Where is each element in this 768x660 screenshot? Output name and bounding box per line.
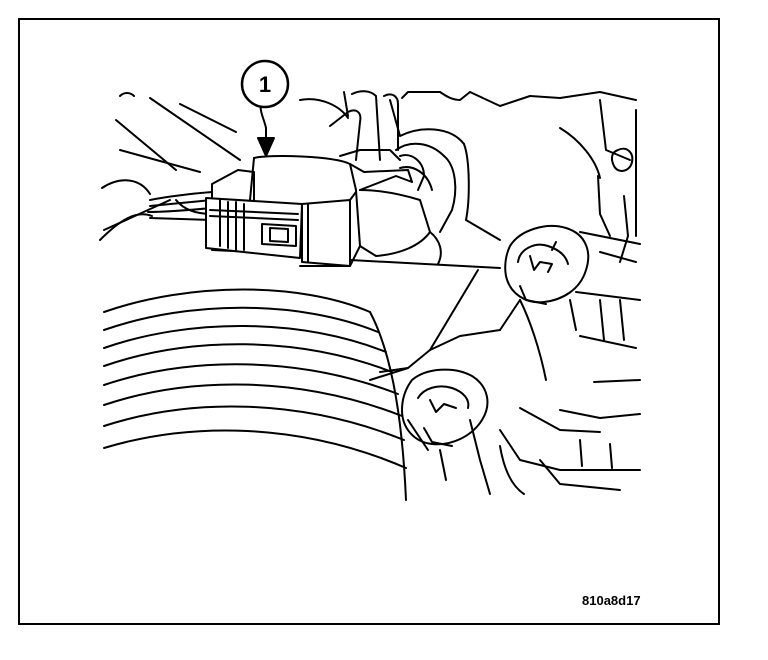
callout-circle — [240, 59, 290, 109]
figure-code: 810a8d17 — [582, 593, 641, 608]
down-arrow-icon — [257, 137, 275, 157]
wire-harness — [147, 191, 213, 221]
lower-bolt — [401, 368, 489, 447]
background-lines — [99, 92, 241, 241]
figure-frame — [18, 18, 720, 625]
pulley-grooves — [103, 288, 407, 501]
callout-number: 1 — [259, 72, 271, 97]
upper-bolt — [504, 225, 590, 305]
sensor-bracket — [329, 99, 521, 381]
electrical-connector — [205, 155, 433, 267]
